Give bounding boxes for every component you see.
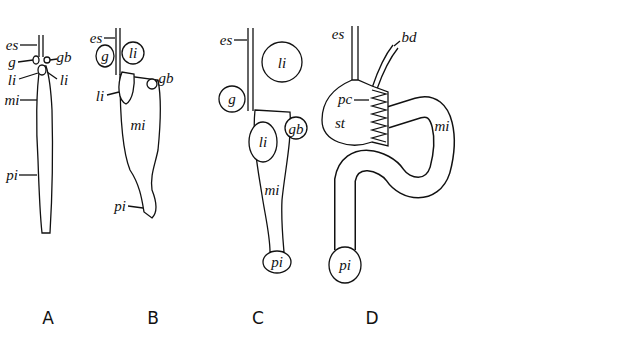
part-label: pi xyxy=(6,168,18,183)
part-label: li xyxy=(278,56,286,71)
part-label: st xyxy=(335,116,345,131)
part-label: gb xyxy=(57,50,72,65)
part-label: pc xyxy=(338,92,352,107)
part-label: li xyxy=(60,73,68,88)
part-label: es xyxy=(220,33,233,48)
part-label: li xyxy=(96,89,104,104)
part-label: es xyxy=(90,31,103,46)
part-label: li xyxy=(129,46,137,61)
panel-letter: D xyxy=(365,310,378,327)
part-label: g xyxy=(8,55,16,70)
part-label: bd xyxy=(402,30,417,45)
part-label: mi xyxy=(5,93,20,108)
stage-c-drawing xyxy=(219,28,307,273)
stage-d-drawing xyxy=(322,26,444,283)
part-label: pi xyxy=(339,258,351,273)
part-label: g xyxy=(101,49,109,64)
stage-b-drawing xyxy=(96,28,160,218)
part-label: mi xyxy=(265,183,280,198)
part-label: gb xyxy=(289,122,304,137)
part-label: pi xyxy=(114,199,126,214)
part-label: mi xyxy=(131,118,146,133)
part-label: mi xyxy=(435,119,450,134)
stage-a-drawing xyxy=(18,35,57,233)
part-label: li xyxy=(8,73,16,88)
part-label: es xyxy=(6,38,19,53)
part-label: gb xyxy=(159,71,174,86)
part-label: pi xyxy=(271,255,283,270)
part-label: g xyxy=(228,92,236,107)
part-label: es xyxy=(332,27,345,42)
panel-letter: A xyxy=(42,310,54,327)
panel-letter: C xyxy=(252,310,264,327)
panel-letter: B xyxy=(147,310,159,327)
part-label: li xyxy=(259,135,267,150)
